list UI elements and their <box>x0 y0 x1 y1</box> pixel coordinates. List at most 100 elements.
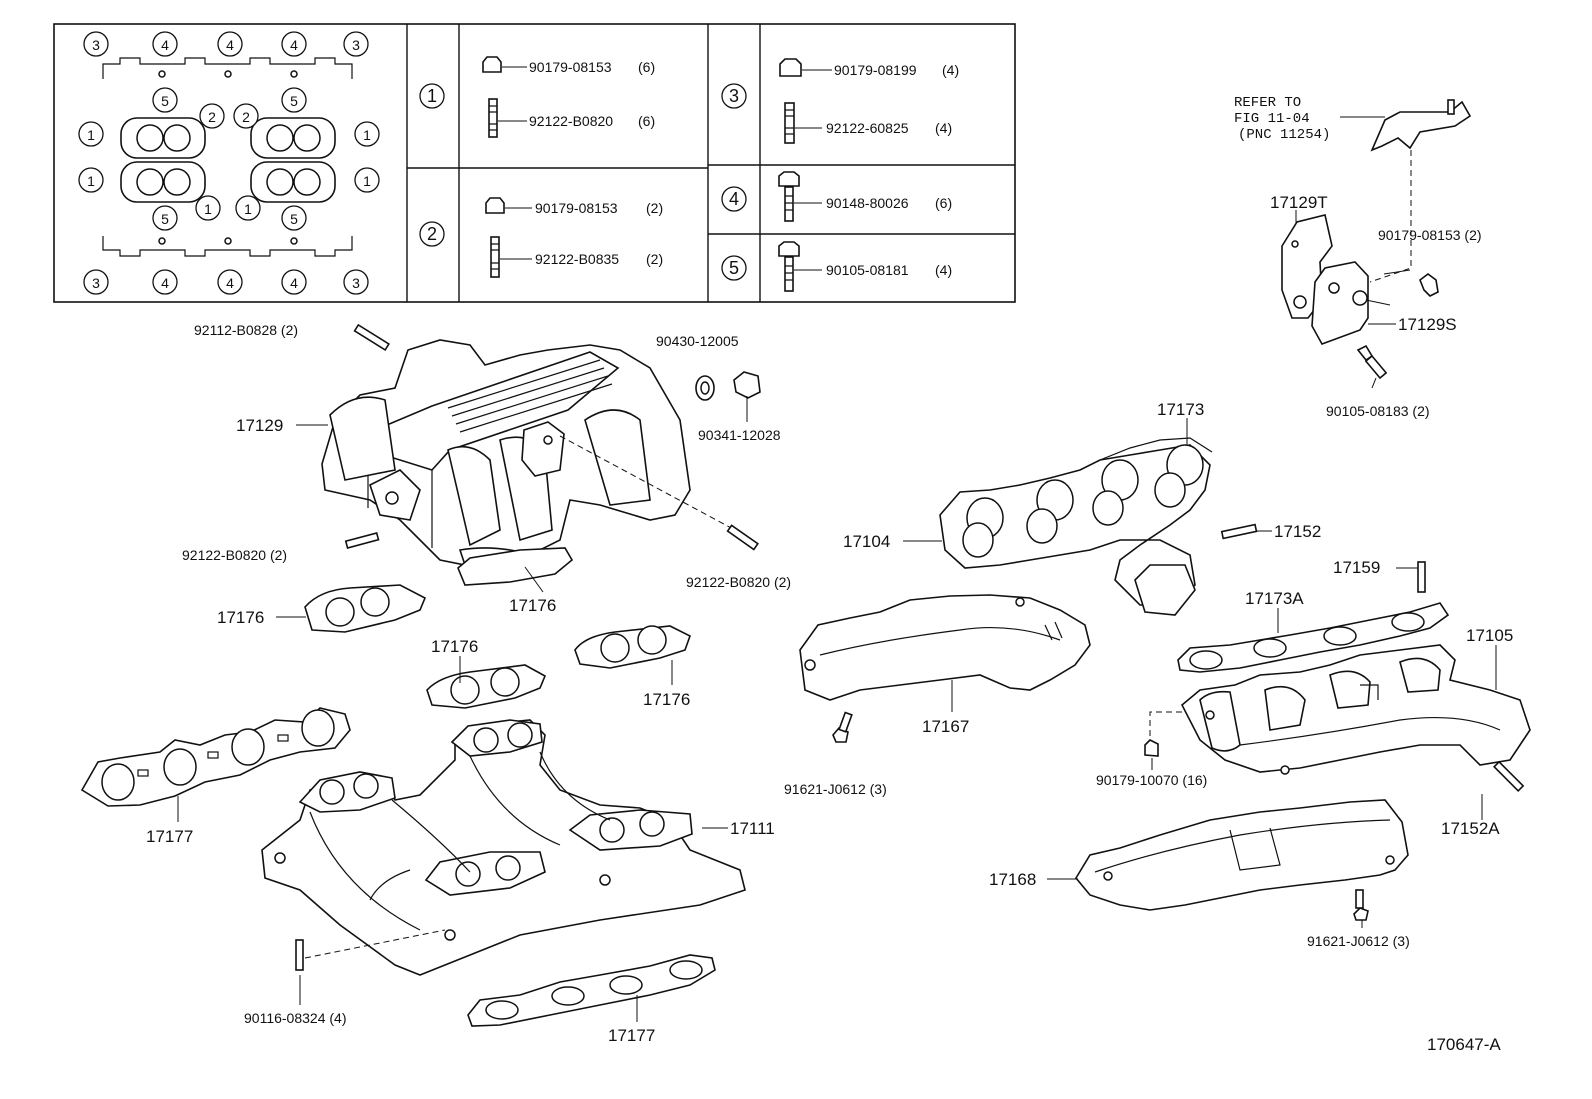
svg-text:(6): (6) <box>638 59 655 75</box>
intake-manifold-17111 <box>261 719 746 976</box>
svg-text:4: 4 <box>290 37 298 53</box>
svg-text:90179-08153: 90179-08153 <box>535 200 618 216</box>
label-17176: 17176 <box>509 596 556 615</box>
svg-text:92122-60825: 92122-60825 <box>826 120 909 136</box>
gasket-location-schematic: 3 4 4 4 3 5 5 1 2 2 1 1 1 5 1 1 5 3 4 4 <box>78 31 380 295</box>
label-90341-12028: 90341-12028 <box>698 427 781 443</box>
stud-icon <box>488 98 498 138</box>
svg-text:(4): (4) <box>935 120 952 136</box>
svg-text:1: 1 <box>87 173 95 189</box>
label-90430-12005: 90430-12005 <box>656 333 739 349</box>
label-17168: 17168 <box>989 870 1036 889</box>
svg-text:5: 5 <box>290 93 298 109</box>
svg-text:4: 4 <box>226 37 234 53</box>
nut-90179-10070 <box>1144 739 1159 757</box>
group-key-1: 1 <box>419 83 445 109</box>
label-91621-J0612: 91621-J0612 (3) <box>784 781 887 797</box>
heat-insulator-17167 <box>799 594 1091 701</box>
circled-number: 4 <box>152 269 178 295</box>
leader-lines <box>177 210 1497 1022</box>
svg-text:92122-B0835: 92122-B0835 <box>535 251 619 267</box>
gasket-17176-b <box>426 664 547 709</box>
group-key-5: 5 <box>721 255 747 281</box>
circled-number: 1 <box>195 195 221 221</box>
circled-number: 5 <box>152 205 178 231</box>
circled-number: 1 <box>354 121 380 147</box>
bracket-17129S <box>1311 261 1391 345</box>
label-90105-08183: 90105-08183 (2) <box>1326 403 1430 419</box>
stud-90116-08324 <box>295 939 304 971</box>
circled-number: 2 <box>233 103 259 129</box>
gasket-17177-upper <box>80 707 351 807</box>
stud-17152A <box>1493 760 1525 792</box>
stud-icon <box>784 102 795 144</box>
nut-icon <box>485 197 505 214</box>
circled-number: 5 <box>152 87 178 113</box>
label-92122-B0820-right: 92122-B0820 (2) <box>686 574 791 590</box>
svg-text:(4): (4) <box>935 262 952 278</box>
svg-text:90179-08153: 90179-08153 <box>529 59 612 75</box>
svg-text:2: 2 <box>427 224 437 244</box>
circled-number: 1 <box>78 167 104 193</box>
svg-text:5: 5 <box>161 211 169 227</box>
svg-text:90148-80026: 90148-80026 <box>826 195 909 211</box>
intake-plenum-17129 <box>321 339 691 581</box>
circled-number: 3 <box>343 269 369 295</box>
gasket-port-lower-right <box>250 161 336 203</box>
heat-insulator-17168 <box>1075 799 1409 911</box>
exhaust-manifold-17105 <box>1180 644 1531 775</box>
circled-number: 4 <box>217 269 243 295</box>
svg-text:1: 1 <box>87 127 95 143</box>
refer-note: REFER TO FIG 11-04 (PNC 11254) <box>1234 95 1472 152</box>
label-90179-08153: 90179-08153 (2) <box>1378 227 1482 243</box>
svg-text:2: 2 <box>242 109 250 125</box>
label-17176: 17176 <box>431 637 478 656</box>
svg-text:REFER TO: REFER TO <box>1234 95 1301 111</box>
svg-text:(6): (6) <box>638 113 655 129</box>
svg-text:1: 1 <box>363 173 371 189</box>
circled-number: 4 <box>281 269 307 295</box>
stud-icon <box>490 236 500 278</box>
label-17152A: 17152A <box>1441 819 1500 838</box>
stud-92112-B0828 <box>353 323 390 352</box>
gasket-port-upper-right <box>250 117 336 159</box>
circled-number: 4 <box>152 31 178 57</box>
circled-number: 3 <box>83 31 109 57</box>
label-92112-B0828: 92112-B0828 (2) <box>194 322 298 338</box>
label-17176: 17176 <box>643 690 690 709</box>
svg-text:3: 3 <box>352 37 360 53</box>
group-key-2: 2 <box>419 221 445 247</box>
circled-number: 1 <box>354 167 380 193</box>
circled-number: 3 <box>343 31 369 57</box>
svg-text:1: 1 <box>244 201 252 217</box>
label-17111: 17111 <box>730 819 775 838</box>
svg-text:3: 3 <box>352 275 360 291</box>
circled-number: 5 <box>281 205 307 231</box>
svg-text:(2): (2) <box>646 200 663 216</box>
svg-text:1: 1 <box>363 127 371 143</box>
svg-text:(PNC 11254): (PNC 11254) <box>1238 127 1330 143</box>
stud-92122-B0820-right <box>726 524 759 551</box>
svg-text:3: 3 <box>92 275 100 291</box>
svg-text:92122-B0820: 92122-B0820 <box>529 113 613 129</box>
label-17173A: 17173A <box>1245 589 1304 608</box>
circled-number: 1 <box>78 121 104 147</box>
stud-17159 <box>1417 561 1426 593</box>
label-17173: 17173 <box>1157 400 1204 419</box>
svg-text:4: 4 <box>161 37 169 53</box>
gasket-17173A <box>1177 602 1450 673</box>
legend-table: 3 4 4 4 3 5 5 1 2 2 1 1 1 5 1 1 5 3 4 4 <box>53 23 1016 303</box>
svg-text:(2): (2) <box>646 251 663 267</box>
label-17159: 17159 <box>1333 558 1380 577</box>
label-90116-08324: 90116-08324 (4) <box>244 1010 346 1026</box>
gasket-17176-a <box>304 584 427 633</box>
label-17167: 17167 <box>922 717 969 736</box>
nut-icon <box>482 56 502 73</box>
circled-number: 1 <box>235 195 261 221</box>
svg-text:(4): (4) <box>942 62 959 78</box>
svg-text:2: 2 <box>208 109 216 125</box>
exhaust-manifold-17104 <box>939 444 1211 616</box>
svg-text:5: 5 <box>161 93 169 109</box>
stud-17152 <box>1220 523 1258 540</box>
